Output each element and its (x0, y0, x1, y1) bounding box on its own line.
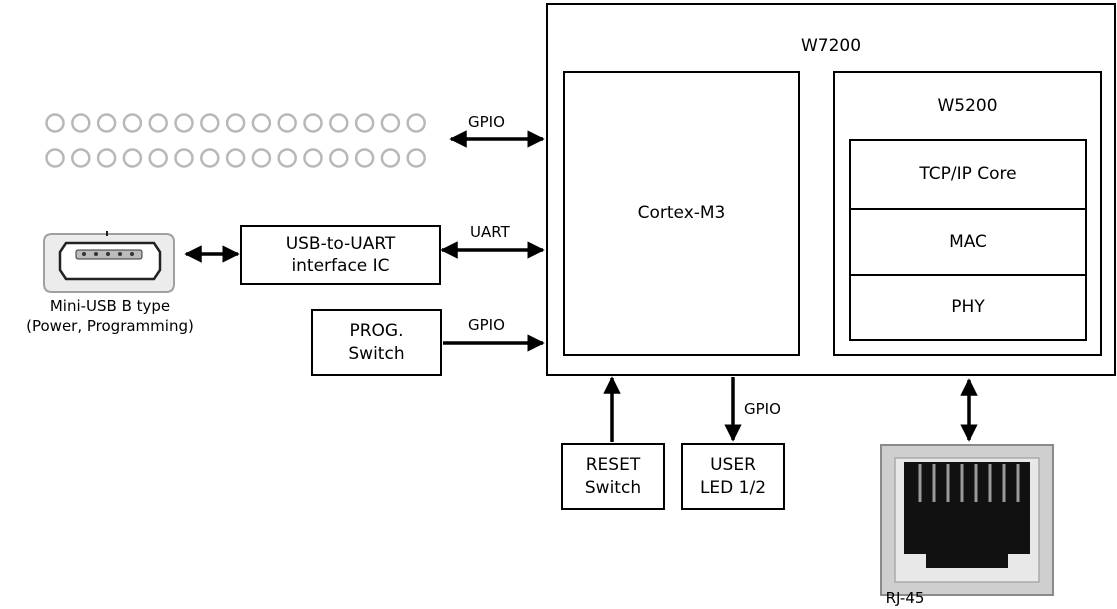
gpio-pin (406, 148, 426, 168)
gpio-pin (354, 148, 375, 168)
gpio-pin (45, 113, 65, 133)
user-led-line2: LED 1/2 (699, 477, 767, 498)
uart-signal-label: UART (470, 223, 510, 241)
mini-usb-caption-line2: (Power, Programming) (26, 317, 194, 335)
prog-switch-block: PROG. Switch (311, 309, 442, 376)
reset-switch-block: RESET Switch (561, 443, 665, 510)
gpio-pin (251, 148, 272, 168)
gpio-pin (225, 148, 246, 168)
usb-uart-line1: USB-to-UART (285, 233, 396, 254)
reset-switch-line1: RESET (585, 455, 641, 476)
gpio-pin (148, 148, 168, 168)
reset-switch-line2: Switch (584, 477, 642, 498)
gpio-pin (174, 148, 194, 168)
user-led-block: USER LED 1/2 (681, 443, 785, 510)
rj45-jack-icon (880, 444, 1054, 596)
mini-usb-connector-icon (43, 231, 175, 293)
gpio-pin (329, 148, 349, 168)
gpio-pin (225, 113, 246, 133)
gpio-pin (96, 113, 117, 133)
gpio-pin (45, 148, 65, 168)
rj45-caption: RJ-45 (885, 589, 925, 607)
gpio-pin (174, 113, 194, 133)
gpio-pin (122, 113, 143, 133)
gpio-pin (122, 148, 143, 168)
gpio-pin (71, 148, 91, 168)
mini-usb-caption-line1: Mini-USB B type (49, 297, 171, 315)
gpio-header-signal-label: GPIO (468, 113, 505, 131)
gpio-pin (380, 148, 401, 168)
gpio-pin (380, 113, 401, 133)
w7200-title: W7200 (800, 36, 862, 56)
prog-switch-line2: Switch (348, 343, 405, 364)
gpio-pin (251, 113, 272, 133)
tcpip-core-layer: TCP/IP Core (849, 139, 1087, 210)
phy-label: PHY (951, 297, 985, 318)
gpio-pin (303, 113, 323, 133)
gpio-pin (354, 113, 375, 133)
prog-gpio-signal-label: GPIO (468, 316, 505, 334)
mac-layer: MAC (849, 208, 1087, 276)
cortex-m3-label: Cortex-M3 (637, 203, 726, 224)
gpio-pin (71, 113, 91, 133)
gpio-pin (329, 113, 349, 133)
user-led-line1: USER (710, 455, 756, 476)
gpio-pin (303, 148, 323, 168)
prog-switch-line1: PROG. (349, 321, 404, 342)
gpio-header-pins (45, 113, 426, 168)
phy-layer: PHY (849, 274, 1087, 341)
usb-uart-block: USB-to-UART interface IC (240, 225, 441, 285)
w5200-title: W5200 (937, 96, 998, 116)
usb-uart-line2: interface IC (291, 256, 390, 276)
gpio-pin (148, 113, 168, 133)
gpio-pin (96, 148, 117, 168)
gpio-pin (277, 113, 297, 133)
gpio-pin (200, 113, 220, 133)
gpio-pin (200, 148, 220, 168)
mac-label: MAC (949, 231, 987, 252)
gpio-pin (277, 148, 297, 168)
tcpip-core-label: TCP/IP Core (919, 164, 1017, 185)
led-gpio-signal-label: GPIO (744, 400, 781, 418)
cortex-m3-block: Cortex-M3 (563, 71, 800, 356)
gpio-pin (406, 113, 426, 133)
